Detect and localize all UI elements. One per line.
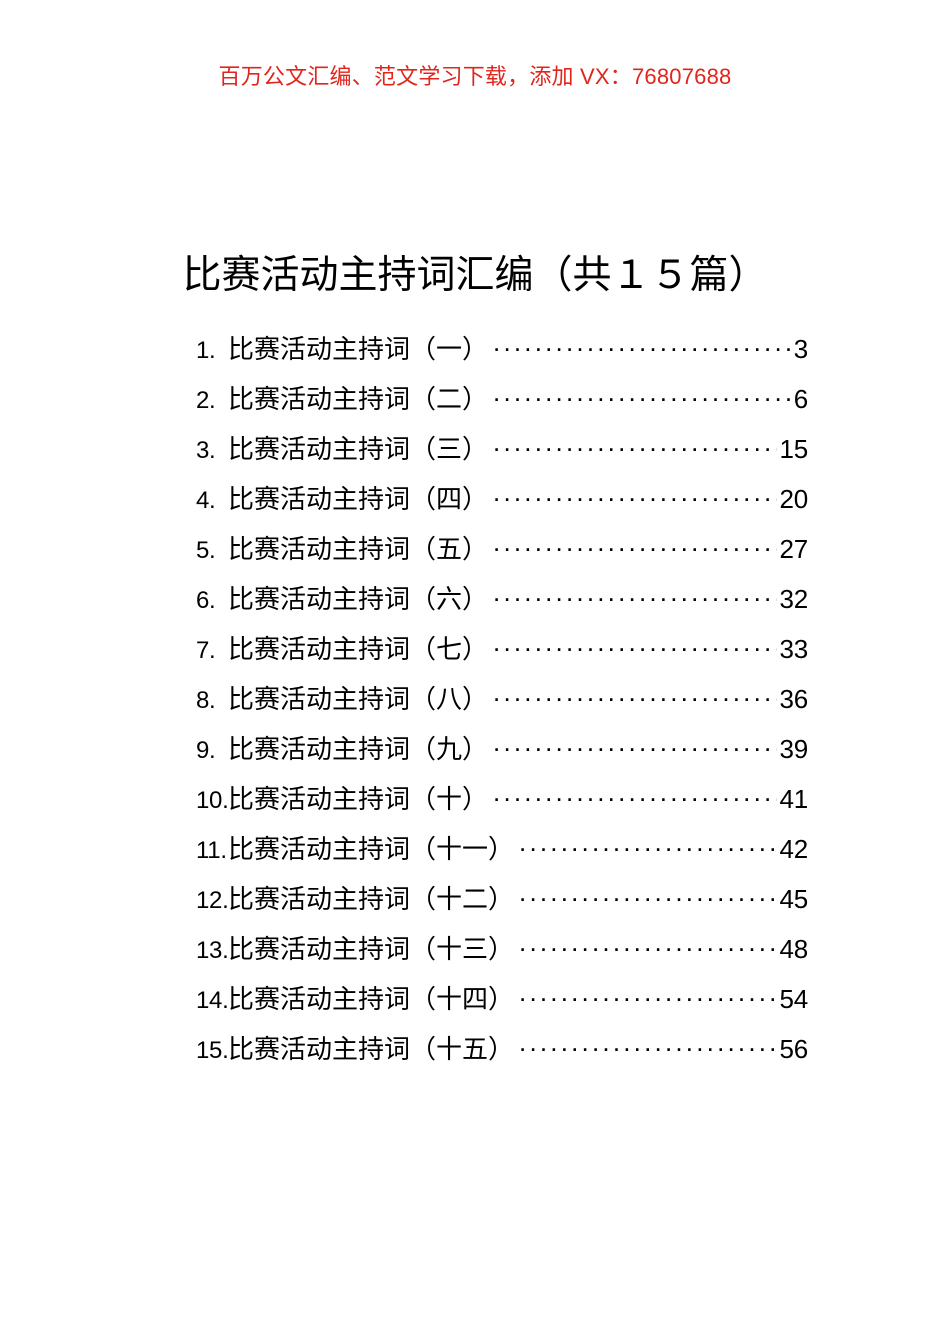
toc-entry[interactable]: 14.比赛活动主持词（十四） 54 <box>196 979 808 1029</box>
toc-entry-page-number: 33 <box>779 634 808 664</box>
toc-entry[interactable]: 12.比赛活动主持词（十二） 45 <box>196 879 808 929</box>
toc-dot-leader <box>493 582 777 608</box>
toc-entry[interactable]: 7. 比赛活动主持词（七） 33 <box>196 629 808 679</box>
toc-entry[interactable]: 15.比赛活动主持词（十五） 56 <box>196 1029 808 1079</box>
toc-entry-number: 5. <box>196 537 216 564</box>
toc-entry-page-number: 15 <box>779 434 808 464</box>
toc-entry-page-number: 20 <box>779 484 808 514</box>
toc-entry-page-number: 48 <box>779 934 808 964</box>
toc-entry[interactable]: 8. 比赛活动主持词（八） 36 <box>196 679 808 729</box>
toc-entry-number: 12. <box>196 887 229 914</box>
toc-entry-label: 比赛活动主持词（十一） <box>228 834 515 864</box>
toc-entry-page-number: 42 <box>779 834 808 864</box>
toc-entry-number: 7. <box>196 637 216 664</box>
toc-entry[interactable]: 10.比赛活动主持词（十） 41 <box>196 779 808 829</box>
toc-entry-label: 比赛活动主持词（二） <box>228 384 489 414</box>
toc-dot-leader <box>493 332 792 358</box>
toc-entry-label: 比赛活动主持词（一） <box>228 334 489 364</box>
toc-entry-page-number: 54 <box>779 984 808 1014</box>
promo-banner-text: 百万公文汇编、范文学习下载，添加 VX：76807688 <box>218 64 732 89</box>
toc-entry-label: 比赛活动主持词（三） <box>228 434 489 464</box>
toc-entry-page-number: 6 <box>793 384 808 414</box>
toc-entry-label: 比赛活动主持词（四） <box>228 484 489 514</box>
toc-entry-label: 比赛活动主持词（十二） <box>228 884 515 914</box>
toc-entry[interactable]: 5. 比赛活动主持词（五） 27 <box>196 529 808 579</box>
toc-entry-label: 比赛活动主持词（五） <box>228 534 489 564</box>
toc-dot-leader <box>493 432 777 458</box>
toc-entry-number: 9. <box>196 737 216 764</box>
toc-entry[interactable]: 1. 比赛活动主持词（一） 3 <box>196 329 808 379</box>
toc-entry-number: 4. <box>196 487 216 514</box>
toc-entry-number: 2. <box>196 387 216 414</box>
toc-entry-label: 比赛活动主持词（十三） <box>228 934 515 964</box>
toc-entry-page-number: 36 <box>779 684 808 714</box>
toc-dot-leader <box>493 532 777 558</box>
toc-entry-number: 14. <box>196 987 229 1014</box>
toc-entry[interactable]: 11.比赛活动主持词（十一） 42 <box>196 829 808 879</box>
toc-entry[interactable]: 9. 比赛活动主持词（九） 39 <box>196 729 808 779</box>
toc-dot-leader <box>493 682 777 708</box>
toc-entry-label: 比赛活动主持词（七） <box>228 634 489 664</box>
toc-entry-page-number: 41 <box>779 784 808 814</box>
toc-entry-number: 8. <box>196 687 216 714</box>
toc-entry-number: 13. <box>196 937 229 964</box>
toc-entry-label: 比赛活动主持词（十五） <box>228 1034 515 1064</box>
toc-entry-number: 1. <box>196 337 216 364</box>
toc-entry-page-number: 27 <box>779 534 808 564</box>
toc-entry-page-number: 3 <box>793 334 808 364</box>
toc-dot-leader <box>519 1032 777 1058</box>
toc-entry[interactable]: 3. 比赛活动主持词（三） 15 <box>196 429 808 479</box>
toc-dot-leader <box>519 832 777 858</box>
toc-dot-leader <box>493 732 777 758</box>
toc-entry-page-number: 39 <box>779 734 808 764</box>
toc-entry-label: 比赛活动主持词（六） <box>228 584 489 614</box>
toc-dot-leader <box>493 632 777 658</box>
toc-dot-leader <box>493 482 777 508</box>
toc-dot-leader <box>519 982 777 1008</box>
table-of-contents: 1. 比赛活动主持词（一） 3 2. 比赛活动主持词（二） 6 3. 比赛活动主持词（三） 15… <box>196 329 808 1079</box>
toc-entry[interactable]: 13.比赛活动主持词（十三） 48 <box>196 929 808 979</box>
toc-entry-page-number: 56 <box>779 1034 808 1064</box>
toc-entry-number: 11. <box>196 837 227 864</box>
toc-entry[interactable]: 6. 比赛活动主持词（六） 32 <box>196 579 808 629</box>
toc-entry-page-number: 32 <box>779 584 808 614</box>
toc-dot-leader <box>493 782 777 808</box>
toc-entry-number: 15. <box>196 1037 229 1064</box>
toc-entry-label: 比赛活动主持词（十四） <box>228 984 515 1014</box>
toc-dot-leader <box>519 932 777 958</box>
toc-entry[interactable]: 2. 比赛活动主持词（二） 6 <box>196 379 808 429</box>
promo-banner: 百万公文汇编、范文学习下载，添加 VX：76807688 <box>0 62 950 92</box>
toc-dot-leader <box>493 382 792 408</box>
toc-dot-leader <box>519 882 777 908</box>
toc-entry-number: 6. <box>196 587 216 614</box>
page-title: 比赛活动主持词汇编（共１５篇） <box>182 254 768 298</box>
toc-entry-number: 3. <box>196 437 216 464</box>
toc-entry[interactable]: 4. 比赛活动主持词（四） 20 <box>196 479 808 529</box>
toc-entry-page-number: 45 <box>779 884 808 914</box>
toc-entry-label: 比赛活动主持词（八） <box>228 684 489 714</box>
toc-entry-label: 比赛活动主持词（十） <box>228 784 489 814</box>
toc-entry-number: 10. <box>196 787 229 814</box>
toc-entry-label: 比赛活动主持词（九） <box>228 734 489 764</box>
